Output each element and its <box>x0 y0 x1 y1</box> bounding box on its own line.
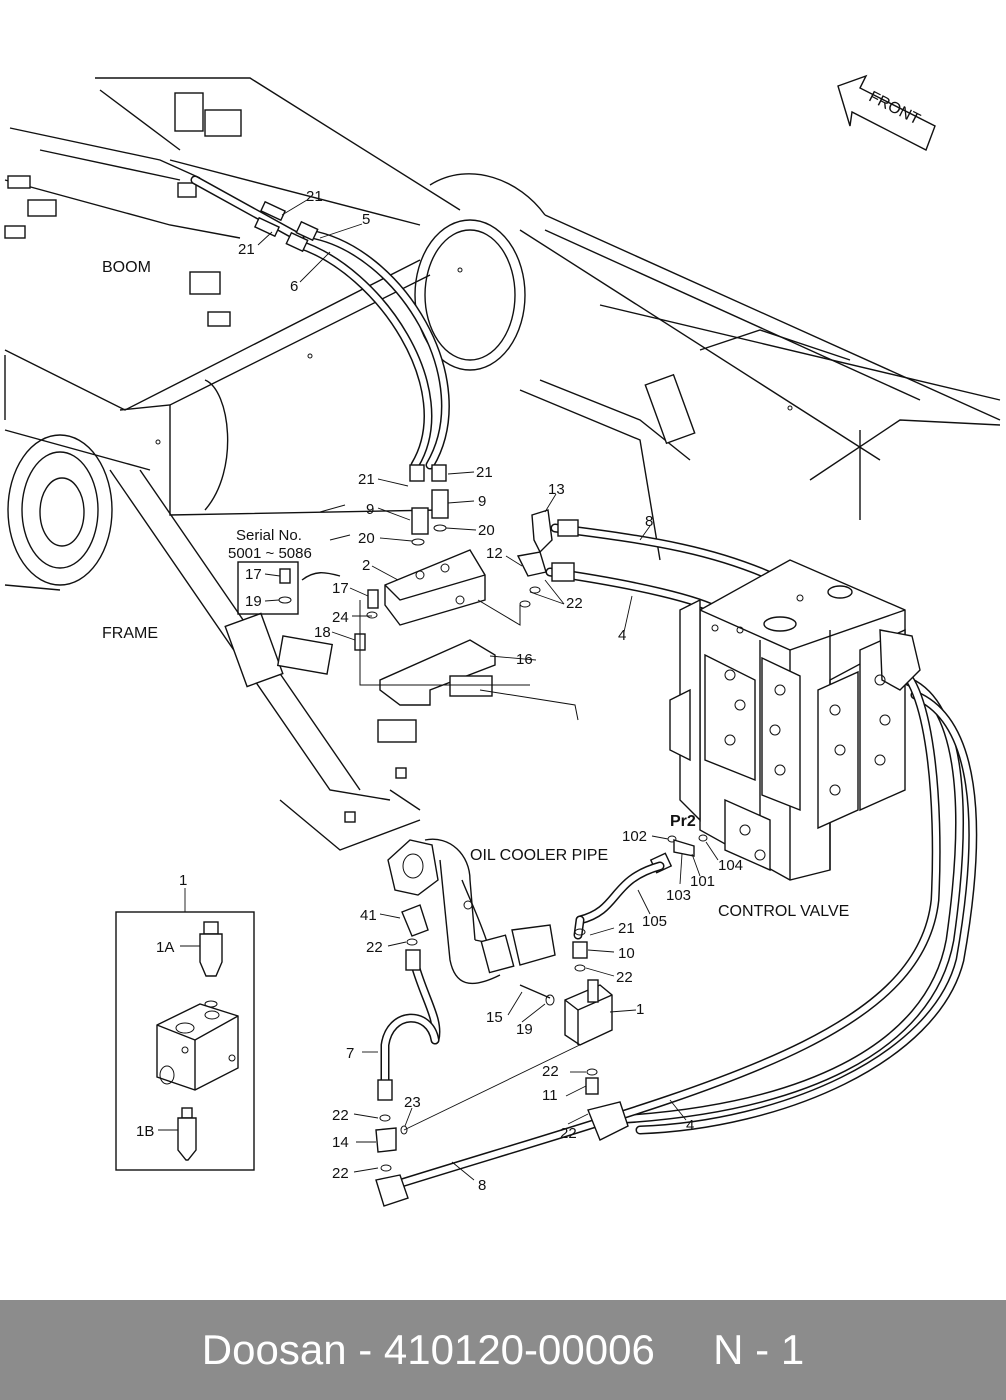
control-valve <box>669 559 921 881</box>
callout-102: 102 <box>622 828 647 845</box>
front-arrow: FRONT <box>837 74 936 151</box>
oil-cooler-pipe <box>387 838 556 985</box>
callout-22: 22 <box>542 1063 559 1080</box>
callout-8: 8 <box>645 513 653 530</box>
callout-19: 19 <box>245 593 262 610</box>
callout-101: 101 <box>690 873 715 890</box>
hose-7-assembly <box>375 904 591 1172</box>
callout-22: 22 <box>566 595 583 612</box>
boom-label: BOOM <box>102 259 151 276</box>
pr2-label: Pr2 <box>670 813 696 830</box>
callout-5: 5 <box>362 211 370 228</box>
serial-inset <box>237 561 341 615</box>
callout-14: 14 <box>332 1134 349 1151</box>
callout-10: 10 <box>618 945 635 962</box>
callout-20: 20 <box>358 530 375 547</box>
callout-20: 20 <box>478 522 495 539</box>
hydraulic-parts-drawing: FRONT <box>4 74 1001 1207</box>
callout-6: 6 <box>290 278 298 295</box>
callout-22: 22 <box>616 969 633 986</box>
callout-21: 21 <box>618 920 635 937</box>
callout-1a: 1A <box>156 939 174 956</box>
callout-9: 9 <box>366 501 374 518</box>
footer-text: Doosan - 410120-00006 N - 1 <box>201 1326 805 1373</box>
callout-22: 22 <box>560 1125 577 1142</box>
inset-relief-valve <box>115 888 255 1171</box>
callout-8: 8 <box>478 1177 486 1194</box>
frame-label: FRAME <box>102 625 158 642</box>
footer-bar: Doosan - 410120-00006 N - 1 <box>0 1300 1006 1400</box>
callout-16: 16 <box>516 651 533 668</box>
callout-104: 104 <box>718 857 743 874</box>
callout-22: 22 <box>332 1107 349 1124</box>
callout-23: 23 <box>404 1094 421 1111</box>
callout-22: 22 <box>366 939 383 956</box>
oil-cooler-pipe-label: OIL COOLER PIPE <box>470 847 608 864</box>
callout-24: 24 <box>332 609 349 626</box>
serial-range: 5001 ~ 5086 <box>228 545 312 562</box>
callout-21: 21 <box>306 188 323 205</box>
callout-22: 22 <box>332 1165 349 1182</box>
control-valve-label: CONTROL VALVE <box>718 903 849 920</box>
callout-19: 19 <box>516 1021 533 1038</box>
callout-11: 11 <box>542 1087 558 1104</box>
callout-105: 105 <box>642 913 667 930</box>
callout-17: 17 <box>332 580 349 597</box>
callout-17: 17 <box>245 566 262 583</box>
callout-4: 4 <box>618 627 626 644</box>
boom-structure <box>4 77 1001 561</box>
callout-9: 9 <box>478 493 486 510</box>
serial-title: Serial No. <box>236 527 302 544</box>
relief-valve-assembly <box>519 915 613 1095</box>
callout-41: 41 <box>360 907 377 924</box>
callout-103: 103 <box>666 887 691 904</box>
callout-7: 7 <box>346 1045 354 1062</box>
parts-diagram: FRONT <box>4 74 1001 1207</box>
valve-block-2 <box>319 464 579 743</box>
callout-1b: 1B <box>136 1123 154 1140</box>
boom-hoses <box>190 175 450 470</box>
callout-13: 13 <box>548 481 565 498</box>
frame-structure <box>4 429 421 851</box>
callout-1: 1 <box>636 1001 644 1018</box>
callout-12: 12 <box>486 545 503 562</box>
callout-21: 21 <box>476 464 493 481</box>
pr2-fittings <box>575 834 708 925</box>
callout-18: 18 <box>314 624 331 641</box>
callout-15: 15 <box>486 1009 503 1026</box>
control-valve-hoses <box>375 509 978 1207</box>
callout-1: 1 <box>179 872 187 889</box>
callout-4: 4 <box>686 1117 694 1134</box>
callout-2: 2 <box>362 557 370 574</box>
callout-21: 21 <box>238 241 255 258</box>
callout-21: 21 <box>358 471 375 488</box>
